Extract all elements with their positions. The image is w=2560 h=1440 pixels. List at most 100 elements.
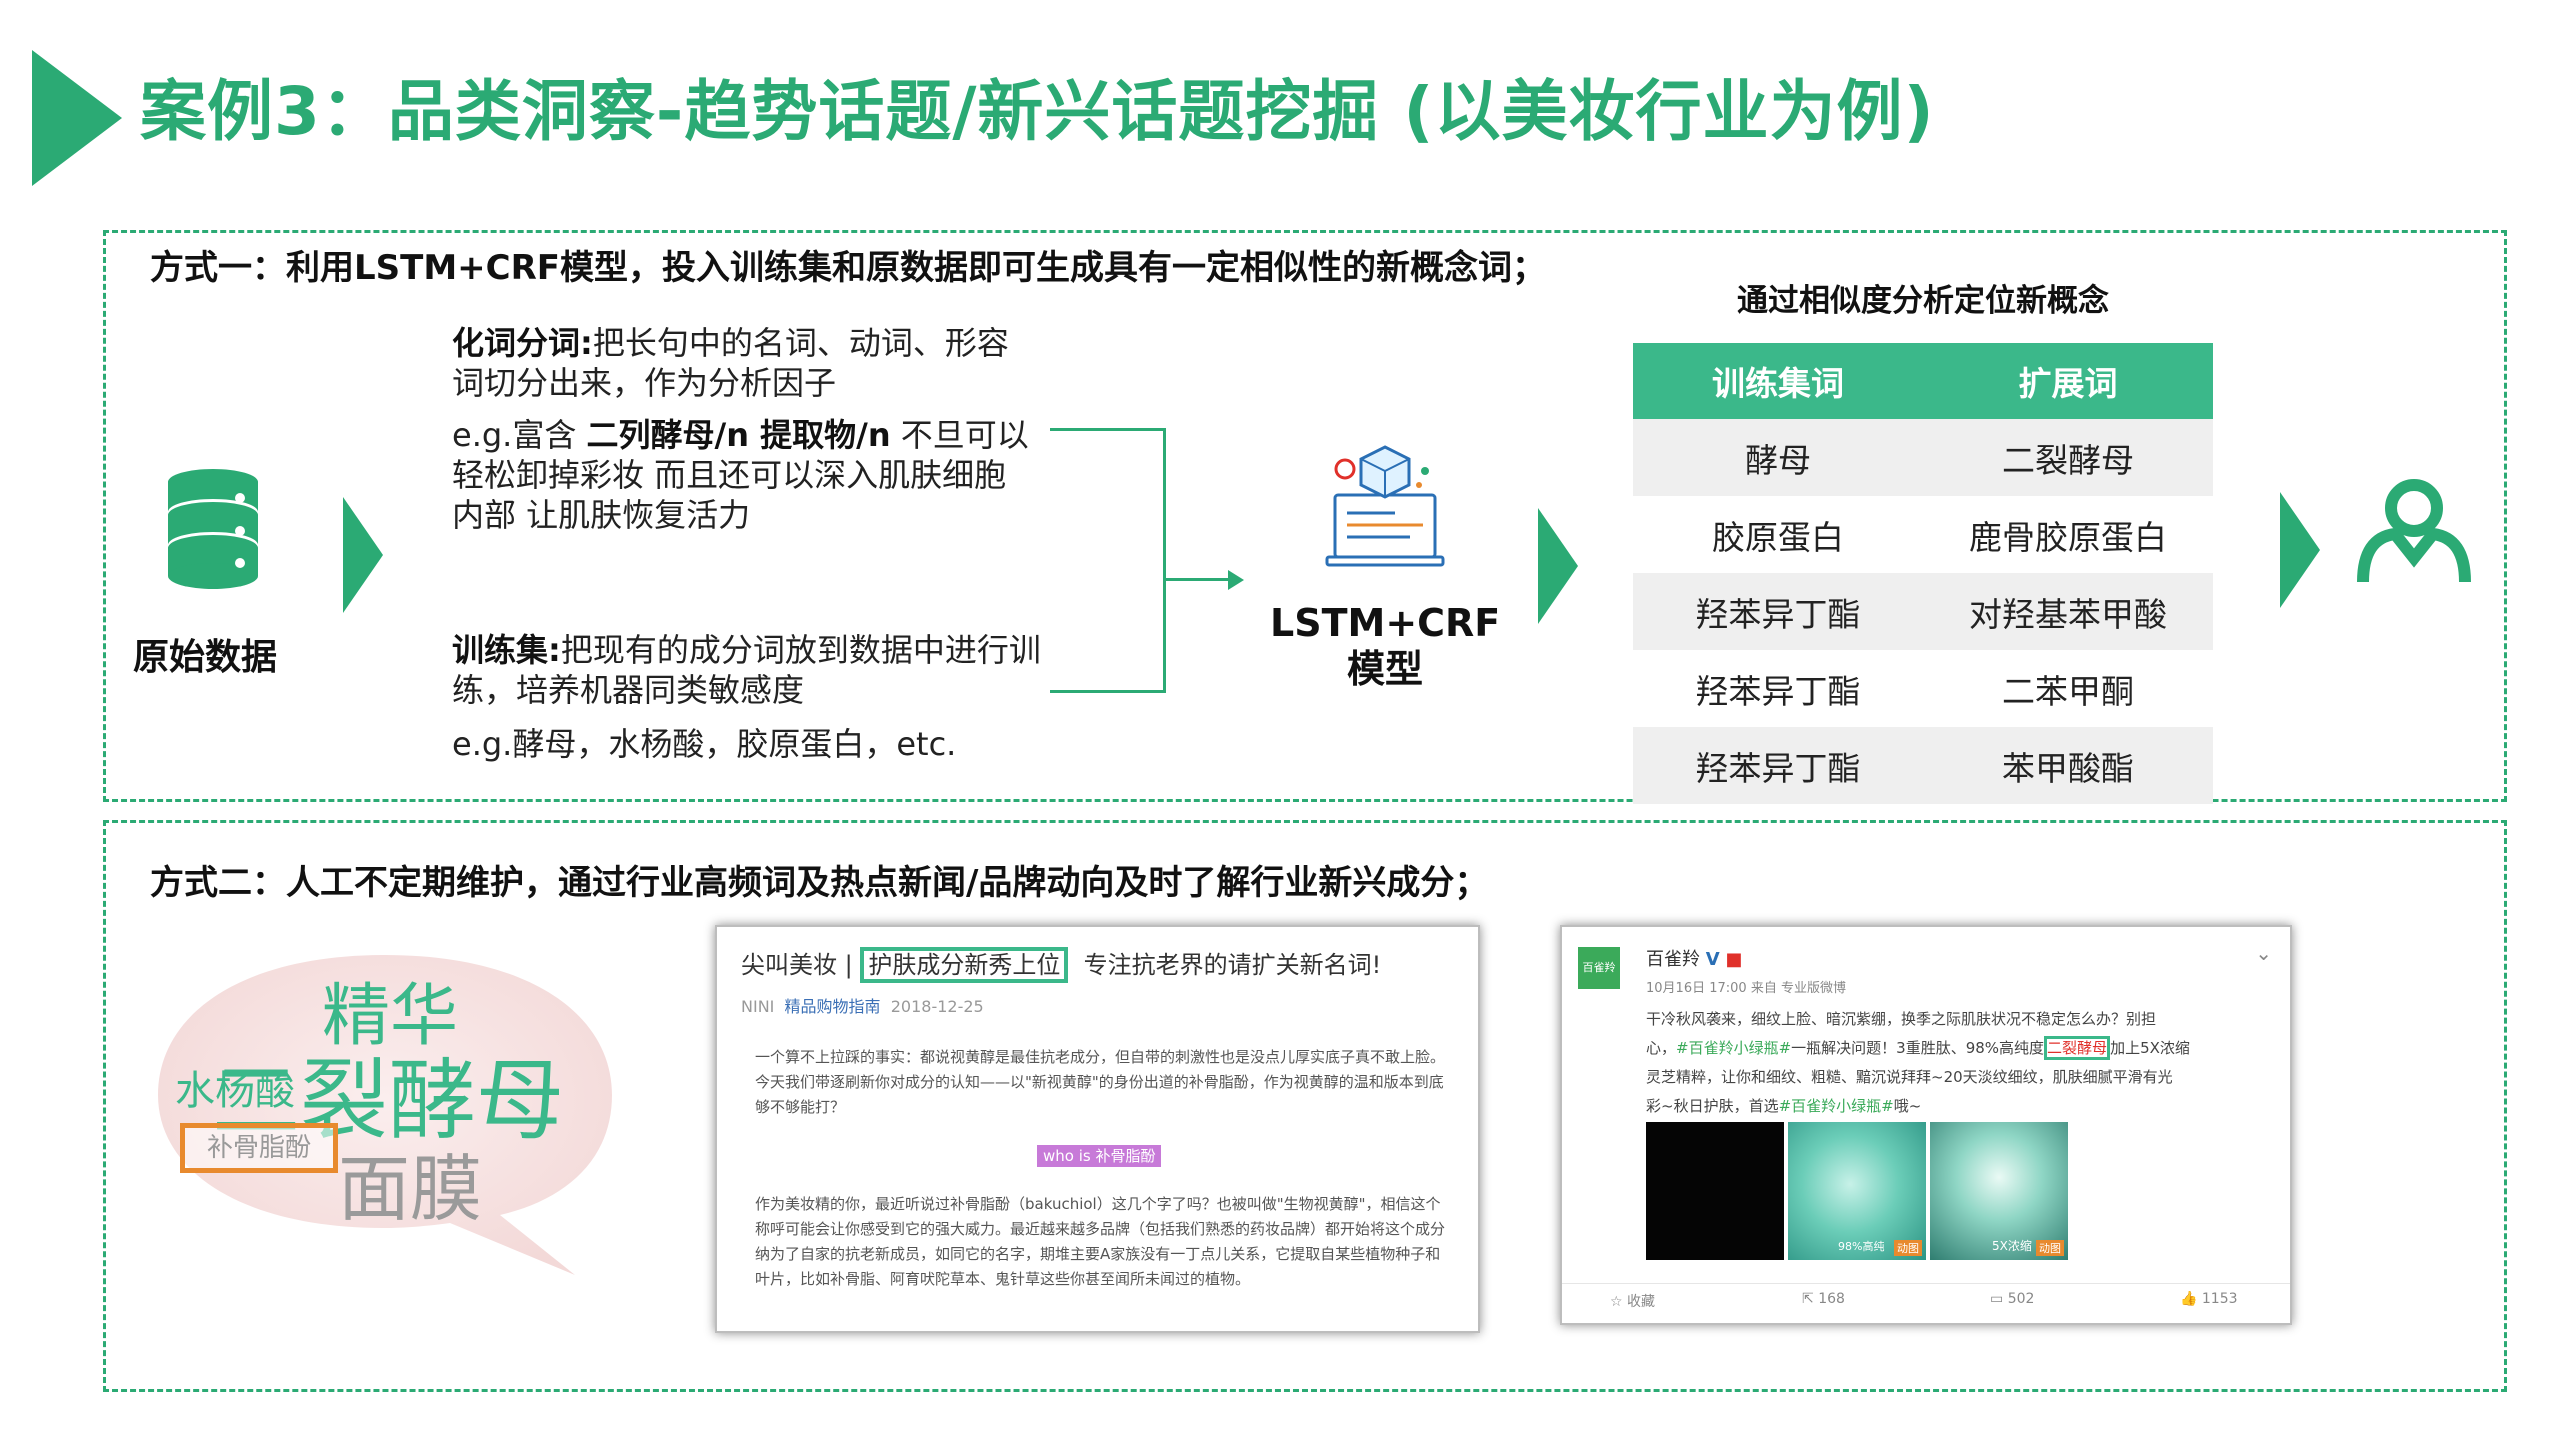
method-one-title: 方式一：利用LSTM+CRF模型，投入训练集和原数据即可生成具有一定相似性的新概… [150,248,1547,288]
table-cell: 苯甲酸酯 [1923,727,2213,804]
weibo-text-line: 干冷秋风袭来，细纹上脸、暗沉紫绷，换季之际肌肤状况不稳定怎么办？别担 [1646,1010,2157,1028]
comment-count: 502 [2007,1291,2035,1307]
flag-icon: ■ [1725,949,1743,970]
image-label: 5X浓缩 [1992,1239,2032,1253]
weibo-hashtag[interactable]: #百雀羚小绿瓶# [1676,1039,1792,1057]
share-count: 168 [1818,1291,1845,1307]
weibo-text-line: 灵芝精粹，让你和细纹、粗糙、黯沉说拜拜~20天淡纹细纹，肌肤细腻平滑有光 [1646,1068,2173,1086]
connector-line [1050,428,1165,431]
like-button[interactable]: 👍 1153 [2180,1291,2238,1307]
share-button[interactable]: ⇱ 168 [1802,1291,1845,1307]
computer-model-icon [1325,445,1445,567]
article-paragraph: 作为美妆精的你，最近听说过补骨脂酚（bakuchiol）这几个字了吗？也被叫做"… [755,1195,1446,1288]
table-row: 酵母二裂酵母 [1633,419,2213,496]
segmentation-desc: 把长句中的名词、动词、形容词切分出来，作为分析因子 [452,324,1009,402]
table-cell: 羟苯异丁酯 [1633,650,1923,727]
table-cell: 鹿骨胶原蛋白 [1923,496,2213,573]
weibo-text-line: 心，#百雀羚小绿瓶#一瓶解决问题！3重胜肽、98%高纯度二裂酵母加上5X浓缩 [1646,1034,2286,1063]
weibo-account-name[interactable]: 百雀羚 [1646,949,1700,970]
weibo-account: 百雀羚 V ■ [1646,945,1742,971]
seg-example-prefix: e.g.富含 [452,416,587,454]
article-meta: NINI 精品购物指南 2018-12-25 [741,993,984,1017]
weibo-text: 干冷秋风袭来，细纹上脸、暗沉紫绷，换季之际肌肤状况不稳定怎么办？别担 心，#百雀… [1646,1005,2286,1121]
weibo-hashtag[interactable]: #百雀羚小绿瓶# [1778,1097,1894,1115]
table-cell: 胶原蛋白 [1633,496,1923,573]
arrow-right-icon [1538,508,1578,624]
weibo-highlight: 二裂酵母 [2044,1036,2111,1060]
speech-bubble-icon [158,955,612,1275]
table-header-ext: 扩展词 [1923,343,2213,419]
article-source: 尖叫美妆 | [741,951,853,979]
article-date: 2018-12-25 [890,997,984,1016]
segmentation-block: 化词分词:把长句中的名词、动词、形容词切分出来，作为分析因子 [452,323,1012,403]
title-arrow-icon [32,50,122,186]
gif-badge: 动图 [2036,1240,2064,1256]
similarity-table: 训练集词 扩展词 酵母二裂酵母 胶原蛋白鹿骨胶原蛋白 羟苯异丁酯对羟基苯甲酸 羟… [1633,343,2213,804]
article-screenshot: 尖叫美妆 | 护肤成分新秀上位 专注抗老界的请扩关新名词! NINI 精品购物指… [715,925,1480,1333]
table-row: 羟苯异丁酯二苯甲酮 [1633,650,2213,727]
weibo-image[interactable]: 98%高纯 动图 [1788,1122,1926,1260]
arrow-right-icon [2280,492,2320,608]
weibo-text-line: 彩~秋日护肤，首选#百雀羚小绿瓶#哦~ [1646,1092,2286,1121]
cloud-word-outlined: 补骨脂酚 [180,1123,338,1173]
connector-line [1163,578,1231,581]
arrow-right-icon [343,497,383,613]
article-channel[interactable]: 精品购物指南 [784,997,881,1016]
weibo-text-span: 彩~秋日护肤，首选 [1646,1097,1779,1115]
segmentation-title: 化词分词: [452,324,593,362]
gif-badge: 动图 [1894,1240,1922,1256]
cloud-word: 面膜 [338,1147,483,1231]
connector-line [1163,428,1166,693]
article-headline: 尖叫美妆 | 护肤成分新秀上位 专注抗老界的请扩关新名词! [741,945,1382,983]
article-paragraph: 一个算不上拉踩的事实：都说视黄醇是最佳抗老成分，但自带的刺激性也是没点儿厚实底子… [755,1048,1446,1116]
model-label-line1: LSTM+CRF [1270,601,1501,645]
article-author: NINI [741,997,775,1016]
table-caption: 通过相似度分析定位新概念 [1737,283,2109,319]
raw-data-label: 原始数据 [133,637,278,678]
weibo-text-span: 加上5X浓缩 [2110,1039,2190,1057]
table-cell: 二苯甲酮 [1923,650,2213,727]
weibo-screenshot: 百雀羚 百雀羚 V ■ 10月16日 17:00 来自 专业版微博 ⌄ 干冷秋风… [1560,925,2292,1325]
seg-example-bold: 二列酵母/n 提取物/n [586,416,891,454]
article-headline-rest: 专注抗老界的请扩关新名词! [1083,951,1382,979]
weibo-image[interactable]: 5X浓缩 动图 [1930,1122,2068,1260]
connector-arrowhead-icon [1228,570,1244,590]
method-two-title: 方式二：人工不定期维护，通过行业高频词及热点新闻/品牌动向及时了解行业新兴成分； [150,863,1489,903]
image-label: 98%高纯 [1838,1240,1885,1253]
training-desc: 把现有的成分词放到数据中进行训练，培养机器同类敏感度 [452,631,1041,709]
cloud-word: 水杨酸 [175,1068,295,1114]
weibo-avatar[interactable]: 百雀羚 [1578,947,1620,989]
cloud-word: 精华 [322,977,459,1056]
article-tag: who is 补骨脂酚 [1037,1145,1162,1167]
database-icon [168,469,258,589]
fav-button[interactable]: ☆ 收藏 [1610,1294,1656,1310]
table-cell: 羟苯异丁酯 [1633,573,1923,650]
method-two-panel [103,820,2507,1392]
weibo-time: 10月16日 17:00 来自 专业版微博 [1646,981,1846,996]
chevron-down-icon[interactable]: ⌄ [2255,941,2272,965]
table-cell: 对羟基苯甲酸 [1923,573,2213,650]
article-headline-highlight: 护肤成分新秀上位 [860,947,1069,983]
weibo-text-span: 哦~ [1893,1097,1922,1115]
table-cell: 二裂酵母 [1923,419,2213,496]
table-cell: 酵母 [1633,419,1923,496]
divider [1562,1283,2290,1284]
training-block: 训练集:把现有的成分词放到数据中进行训练，培养机器同类敏感度 [452,630,1052,710]
table-row: 胶原蛋白鹿骨胶原蛋白 [1633,496,2213,573]
comment-button[interactable]: ▭ 502 [1990,1291,2035,1307]
model-label-line2: 模型 [1346,647,1423,691]
model-label: LSTM+CRF 模型 [1270,600,1500,692]
table-row: 羟苯异丁酯对羟基苯甲酸 [1633,573,2213,650]
fav-label: 收藏 [1627,1294,1656,1310]
page-title: 案例3：品类洞察-趋势话题/新兴话题挖掘 (以美妆行业为例) [140,73,1935,150]
user-icon [2357,479,2471,583]
connector-line [1050,690,1165,693]
training-title: 训练集: [452,631,561,669]
method-one-panel [103,230,2507,802]
like-count: 1153 [2201,1291,2238,1307]
weibo-image[interactable] [1646,1122,1784,1260]
weibo-text-span: 一瓶解决问题！3重胜肽、98%高纯度 [1791,1039,2045,1057]
weibo-text-span: 心， [1646,1039,1677,1057]
table-cell: 羟苯异丁酯 [1633,727,1923,804]
table-header-train: 训练集词 [1633,343,1923,419]
